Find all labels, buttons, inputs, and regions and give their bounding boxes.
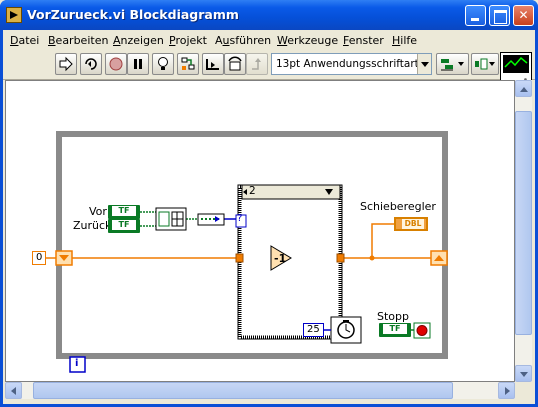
block-diagram-canvas[interactable]: 0 Vor Zurück ? 2 -1 Schieberegler 25 Sto…	[5, 80, 515, 382]
scroll-up-button[interactable]	[515, 80, 532, 97]
stopp-terminal[interactable]	[379, 323, 411, 337]
run-button[interactable]	[55, 53, 77, 75]
menu-werkzeuge[interactable]: Werkzeuge	[277, 34, 339, 47]
wait-ms-node[interactable]	[330, 316, 362, 344]
decrement-label: -1	[274, 252, 287, 265]
shift-register-left[interactable]	[55, 250, 73, 266]
pause-button[interactable]	[127, 53, 149, 75]
case-output-tunnel[interactable]	[336, 253, 345, 263]
window-client: Datei Bearbeiten Anzeigen Projekt Ausführen W…	[3, 30, 535, 404]
pause-icon	[134, 59, 142, 69]
case-selector-terminal-label: ?	[237, 213, 243, 224]
step-into-icon	[206, 59, 219, 70]
menu-hilfe[interactable]: Hilfe	[392, 34, 418, 47]
while-loop[interactable]	[56, 131, 448, 359]
menu-bearbeiten[interactable]: Bearbeiten	[48, 34, 109, 47]
step-over-icon	[228, 56, 242, 71]
zurueck-label: Zurück	[73, 219, 112, 232]
run-continuously-icon	[85, 58, 97, 70]
distribute-objects-icon	[475, 58, 495, 70]
align-objects-button[interactable]	[436, 53, 469, 75]
abort-button[interactable]	[105, 53, 127, 75]
decrement-node[interactable]	[270, 245, 292, 271]
font-select[interactable]: 13pt Anwendungsschriftart	[271, 53, 432, 75]
vi-block-diagram-icon	[6, 7, 22, 23]
loop-iteration-terminal	[69, 356, 86, 373]
diagram-wires	[44, 131, 448, 373]
stopp-label: Stopp	[377, 310, 409, 323]
highlight-execution-button[interactable]	[152, 53, 174, 75]
menu-bar: Datei Bearbeiten Anzeigen Projekt Ausführen W…	[3, 30, 535, 50]
case-selector-arrow-icon[interactable]	[325, 189, 333, 195]
run-arrow-icon	[59, 56, 73, 72]
shift-register-right[interactable]	[430, 250, 448, 266]
retain-wire-values-button[interactable]	[177, 53, 199, 75]
menu-fenster[interactable]: Fenster	[343, 34, 384, 47]
scroll-down-button[interactable]	[515, 365, 532, 382]
retain-wire-values-icon	[181, 57, 195, 70]
abort-icon	[109, 57, 123, 71]
wait-ms-constant[interactable]: 25	[303, 323, 324, 337]
vi-icon-graphic	[503, 55, 529, 73]
chevron-down-icon	[417, 54, 431, 74]
toolbar: 13pt Anwendungsschriftart 1	[3, 50, 535, 88]
distribute-objects-button[interactable]	[471, 53, 499, 75]
highlight-execution-icon	[158, 57, 168, 70]
step-over-button[interactable]	[224, 53, 246, 75]
minimize-button[interactable]	[465, 5, 486, 26]
scroll-right-button[interactable]	[498, 382, 515, 399]
step-out-button[interactable]	[246, 53, 268, 75]
vor-terminal[interactable]	[108, 205, 140, 219]
step-into-button[interactable]	[202, 53, 224, 75]
vertical-scroll-thumb[interactable]	[515, 111, 532, 335]
menu-ausfhren[interactable]: Ausführen	[215, 34, 272, 47]
scrollbar-corner	[515, 382, 532, 399]
loop-iteration-label: i	[75, 358, 79, 369]
shift-register-init-constant[interactable]: 0	[32, 251, 47, 265]
horizontal-scrollbar[interactable]	[5, 382, 515, 399]
wire-junction	[369, 255, 375, 261]
step-out-icon	[252, 58, 261, 70]
font-select-value: 13pt Anwendungsschriftart	[276, 58, 419, 70]
menu-projekt[interactable]: Projekt	[169, 34, 207, 47]
zurueck-terminal[interactable]	[108, 219, 140, 233]
build-array-node[interactable]	[155, 207, 187, 231]
close-button[interactable]: ✕	[513, 5, 534, 26]
align-objects-icon	[441, 59, 464, 71]
case-selector-value[interactable]: 2	[249, 185, 256, 197]
title-bar[interactable]: VorZurueck.vi Blockdiagramm ✕	[0, 0, 538, 30]
maximize-button[interactable]	[489, 5, 510, 26]
case-prev-arrow-icon[interactable]	[243, 189, 247, 195]
case-input-tunnel[interactable]	[235, 253, 244, 263]
horizontal-scroll-thumb[interactable]	[33, 382, 453, 399]
run-continuously-button[interactable]	[80, 53, 102, 75]
menu-anzeigen[interactable]: Anzeigen	[113, 34, 164, 47]
menu-datei[interactable]: Datei	[10, 34, 40, 47]
vor-label: Vor	[89, 205, 107, 218]
vertical-scrollbar[interactable]	[515, 80, 532, 382]
stop-condition-terminal[interactable]	[413, 322, 431, 339]
window-title: VorZurueck.vi Blockdiagramm	[27, 7, 239, 22]
schieberegler-label: Schieberegler	[360, 200, 436, 213]
case-selector-terminal[interactable]	[235, 214, 247, 228]
scroll-left-button[interactable]	[5, 382, 22, 399]
case-structure[interactable]	[237, 184, 343, 340]
boolean-array-to-number-node[interactable]	[197, 213, 225, 226]
slider-wire[interactable]	[371, 223, 396, 258]
schieberegler-terminal[interactable]	[394, 217, 428, 231]
